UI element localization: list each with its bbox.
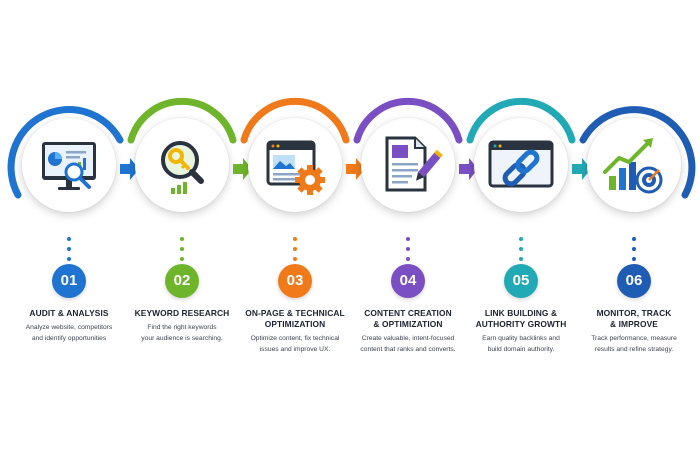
step-4: 04 CONTENT CREATION & OPTIMIZATION Creat…: [352, 0, 464, 450]
document-pen-icon: [385, 136, 443, 192]
step-2-title: KEYWORD RESEARCH: [134, 308, 230, 318]
step-3-title: ON-PAGE & TECHNICAL OPTIMIZATION: [245, 308, 345, 329]
step-1-title: AUDIT & ANALYSIS: [29, 308, 109, 318]
step-4-number-badge: 04: [391, 264, 425, 298]
step-4-arc: [353, 98, 463, 144]
arrow-3-to-4: [346, 158, 365, 180]
step-3-arc: [240, 98, 350, 144]
growth-chart-target-icon: [603, 138, 663, 194]
step-5-description: Earn quality backlinks and build domain …: [482, 335, 560, 353]
step-1-arc: [7, 106, 124, 199]
arrow-5-to-6: [572, 158, 591, 180]
step-2-description: Find the right keywords your audience is…: [141, 324, 223, 342]
arrow-1-to-2: [120, 158, 139, 180]
step-6-description: Track performance, measure results and r…: [591, 335, 677, 353]
step-4-connector-dots: [406, 237, 410, 261]
step-6-arc: [579, 106, 696, 199]
monitor-analytics-icon: [42, 142, 96, 190]
step-2: 02 KEYWORD RESEARCH Find the right keywo…: [126, 0, 238, 450]
step-6-title: MONITOR, TRACK & IMPROVE: [596, 308, 672, 329]
step-5-icon-circle: [474, 118, 568, 212]
step-1: 01 AUDIT & ANALYSIS Analyze website, com…: [7, 0, 125, 450]
chain-link-icon: [488, 140, 554, 188]
key-magnifier-icon: [161, 141, 204, 194]
step-1-icon-circle: [22, 118, 116, 212]
step-4-title: CONTENT CREATION & OPTIMIZATION: [364, 308, 452, 329]
step-6: 06 MONITOR, TRACK & IMPROVE Track perfor…: [578, 0, 696, 450]
step-6-connector-dots: [632, 237, 636, 261]
step-3-icon-circle: [248, 118, 342, 212]
step-3: 03 ON-PAGE & TECHNICAL OPTIMIZATION Opti…: [239, 0, 351, 450]
step-4-description: Create valuable, intent-focused content …: [360, 335, 456, 353]
step-2-connector-dots: [180, 237, 184, 261]
step-3-number-badge: 03: [278, 264, 312, 298]
arrow-4-to-5: [459, 158, 478, 180]
step-6-icon-circle: [587, 118, 681, 212]
step-5-number-badge: 05: [504, 264, 538, 298]
step-2-arc: [127, 98, 237, 144]
step-2-icon-circle: [135, 118, 229, 212]
step-5-arc: [466, 98, 576, 144]
arrow-2-to-3: [233, 158, 252, 180]
step-1-connector-dots: [67, 237, 71, 261]
step-4-icon-circle: [361, 118, 455, 212]
step-1-number-badge: 01: [52, 264, 86, 298]
step-1-description: Analyze website, competitors and identif…: [25, 324, 113, 342]
webpage-gear-icon: [266, 140, 325, 195]
step-3-connector-dots: [293, 237, 297, 261]
step-5-title: LINK BUILDING & AUTHORITY GROWTH: [475, 308, 567, 329]
step-5: 05 LINK BUILDING & AUTHORITY GROWTH Earn…: [465, 0, 577, 450]
step-6-number-badge: 06: [617, 264, 651, 298]
step-5-connector-dots: [519, 237, 523, 261]
step-2-number-badge: 02: [165, 264, 199, 298]
step-3-description: Optimize content, fix technical issues a…: [250, 335, 340, 353]
